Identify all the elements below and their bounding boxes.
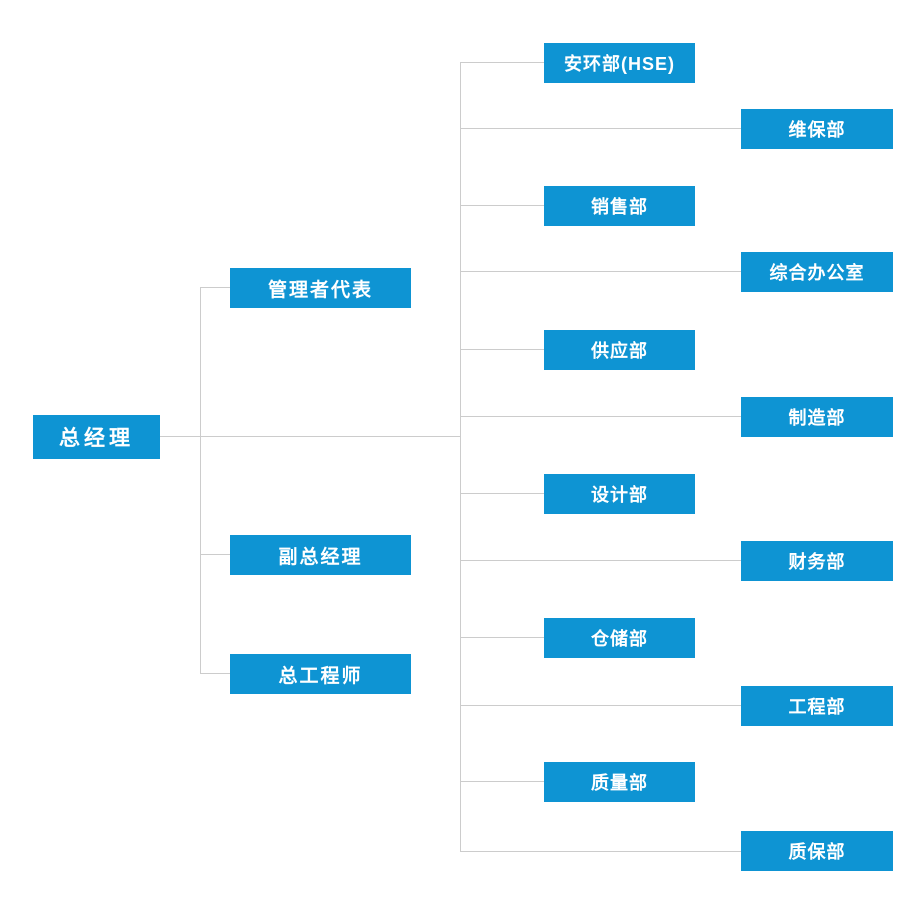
org-node-label: 副总经理 bbox=[278, 546, 363, 568]
org-node-general-manager: 总经理 bbox=[33, 415, 160, 459]
org-node-quality-dept: 质量部 bbox=[544, 762, 695, 802]
connector-branch-deputy-general-manager bbox=[200, 554, 230, 555]
connector-branch-quality-assurance-dept bbox=[460, 851, 741, 852]
org-node-label: 设计部 bbox=[591, 485, 648, 505]
org-node-manufacturing-dept: 制造部 bbox=[741, 397, 893, 437]
connector-branch-engineering-dept bbox=[460, 705, 741, 706]
org-node-label: 总经理 bbox=[59, 427, 134, 450]
connector-branch-quality-dept bbox=[460, 781, 544, 782]
connector-spine-level2 bbox=[200, 287, 201, 674]
org-node-label: 销售部 bbox=[591, 197, 648, 217]
org-node-label: 安环部(HSE) bbox=[564, 54, 675, 74]
connector-branch-supply-dept bbox=[460, 349, 544, 350]
connector-branch-manufacturing-dept bbox=[460, 416, 741, 417]
org-node-label: 供应部 bbox=[591, 341, 648, 361]
connector-trunk-general-manager bbox=[160, 436, 460, 437]
connector-branch-general-office bbox=[460, 271, 741, 272]
org-node-label: 仓储部 bbox=[591, 629, 648, 649]
org-node-finance-dept: 财务部 bbox=[741, 541, 893, 581]
org-node-management-representative: 管理者代表 bbox=[230, 268, 411, 308]
connector-branch-management-representative bbox=[200, 287, 230, 288]
org-node-label: 财务部 bbox=[788, 552, 846, 572]
org-node-label: 总工程师 bbox=[278, 665, 363, 687]
connector-branch-chief-engineer bbox=[200, 673, 230, 674]
org-node-label: 质保部 bbox=[788, 842, 846, 862]
connector-branch-design-dept bbox=[460, 493, 544, 494]
org-node-label: 制造部 bbox=[788, 408, 846, 428]
org-node-chief-engineer: 总工程师 bbox=[230, 654, 411, 694]
org-node-maintenance-dept: 维保部 bbox=[741, 109, 893, 149]
connector-branch-maintenance-dept bbox=[460, 128, 741, 129]
org-node-label: 工程部 bbox=[788, 697, 846, 717]
org-node-engineering-dept: 工程部 bbox=[741, 686, 893, 726]
org-node-design-dept: 设计部 bbox=[544, 474, 695, 514]
org-node-general-office: 综合办公室 bbox=[741, 252, 893, 292]
connector-branch-sales-dept bbox=[460, 205, 544, 206]
connector-branch-warehouse-dept bbox=[460, 637, 544, 638]
connector-branch-hse-dept bbox=[460, 62, 544, 63]
connector-branch-finance-dept bbox=[460, 560, 741, 561]
org-node-sales-dept: 销售部 bbox=[544, 186, 695, 226]
org-node-quality-assurance-dept: 质保部 bbox=[741, 831, 893, 871]
org-node-label: 维保部 bbox=[788, 120, 846, 140]
org-node-warehouse-dept: 仓储部 bbox=[544, 618, 695, 658]
org-node-deputy-general-manager: 副总经理 bbox=[230, 535, 411, 575]
org-node-label: 管理者代表 bbox=[267, 279, 373, 301]
org-node-label: 综合办公室 bbox=[769, 263, 865, 283]
org-node-label: 质量部 bbox=[591, 773, 648, 793]
org-node-hse-dept: 安环部(HSE) bbox=[544, 43, 695, 83]
connector-spine-level3 bbox=[460, 62, 461, 852]
org-node-supply-dept: 供应部 bbox=[544, 330, 695, 370]
